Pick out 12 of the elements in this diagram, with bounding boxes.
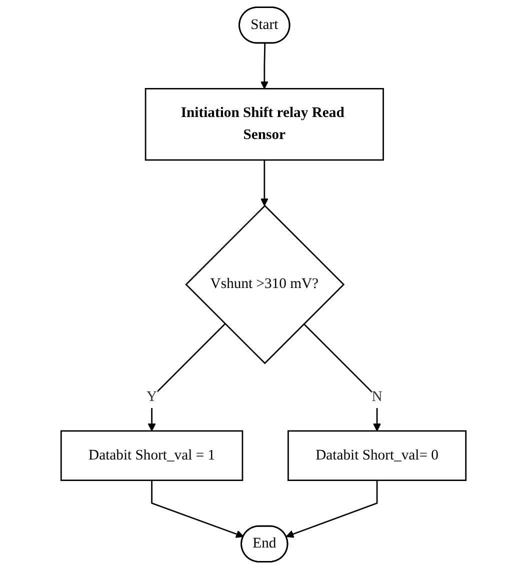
arrow [303,323,382,432]
edge-label: N [372,388,382,404]
arrow [260,160,268,206]
node-box: Databit Short_val= 0 [288,430,467,481]
arrow [151,480,244,538]
node-box: Databit Short_val = 1 [60,430,244,481]
arrow [260,43,268,90]
arrow [286,480,378,538]
node-box: Initiation Shift relay Read Sensor [144,88,384,161]
arrow [148,323,226,432]
node-diamond: Vshunt >310 mV? [185,204,345,364]
edge-label: Y [146,388,158,404]
